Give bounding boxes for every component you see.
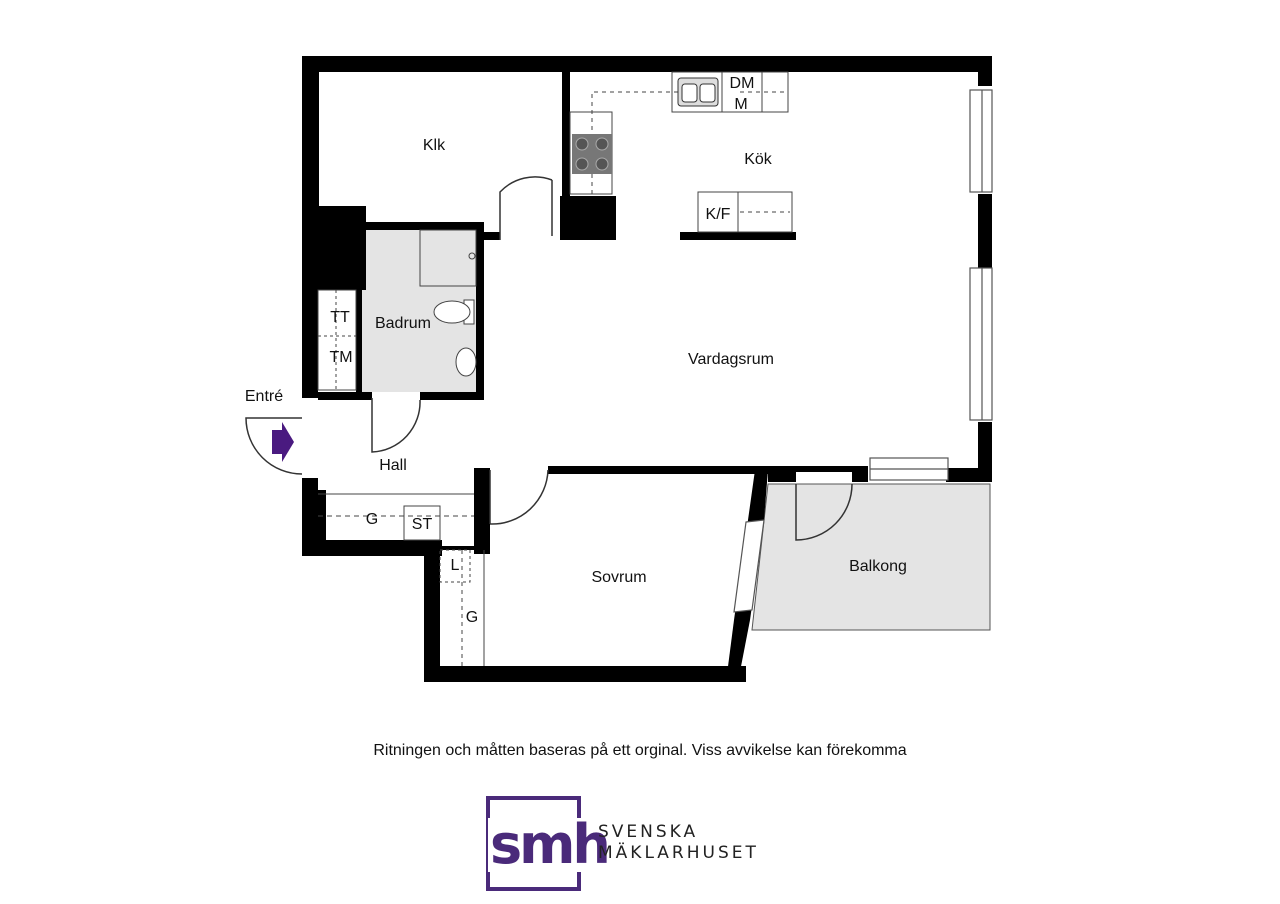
windows: [733, 89, 993, 613]
logo-wordmark: SVENSKA MÄKLARHUSET: [598, 822, 759, 864]
room-label-sovrum: Sovrum: [591, 569, 646, 586]
fixture-label-st: ST: [412, 516, 433, 533]
logo-line-2: MÄKLARHUSET: [598, 843, 759, 863]
logo-mark: smh: [488, 813, 611, 876]
logo-line-1: SVENSKA: [598, 822, 699, 842]
sink-icon: [677, 77, 719, 107]
fixture-label-g-hall: G: [366, 511, 378, 528]
room-label-kok: Kök: [744, 151, 773, 168]
room-label-balkong: Balkong: [849, 558, 907, 575]
laundry-cabinets: [317, 289, 357, 391]
room-label-klk: Klk: [423, 137, 446, 154]
stove-icon: [572, 134, 612, 174]
shower-icon: [468, 252, 476, 260]
bathroom-fixtures: [419, 229, 477, 377]
room-label-hall: Hall: [379, 457, 407, 474]
disclaimer-text: Ritningen och måtten baseras på ett orgi…: [373, 742, 907, 759]
hall-wardrobes: [318, 493, 474, 541]
fixture-label-tm: TM: [329, 349, 352, 366]
fixture-label-dm: DM: [730, 75, 755, 92]
floor-plan: Klk Kök Badrum Vardagsrum Hall Sovrum Ba…: [245, 56, 993, 682]
fixture-label-g-sovrum: G: [466, 609, 478, 626]
room-label-entre: Entré: [245, 388, 283, 405]
fixture-label-l: L: [451, 557, 460, 574]
brand-logo: smh SVENSKA MÄKLARHUSET: [486, 796, 786, 898]
room-label-vardagsrum: Vardagsrum: [688, 351, 774, 368]
room-label-badrum: Badrum: [375, 315, 431, 332]
fixture-label-m: M: [734, 96, 747, 113]
fixture-label-tt: TT: [330, 309, 350, 326]
fixture-label-kf: K/F: [706, 206, 731, 223]
entry-arrow-icon: [272, 422, 294, 462]
doors: [245, 176, 853, 541]
balkong-floor: [751, 483, 991, 631]
sovrum-wardrobes: [439, 549, 485, 666]
